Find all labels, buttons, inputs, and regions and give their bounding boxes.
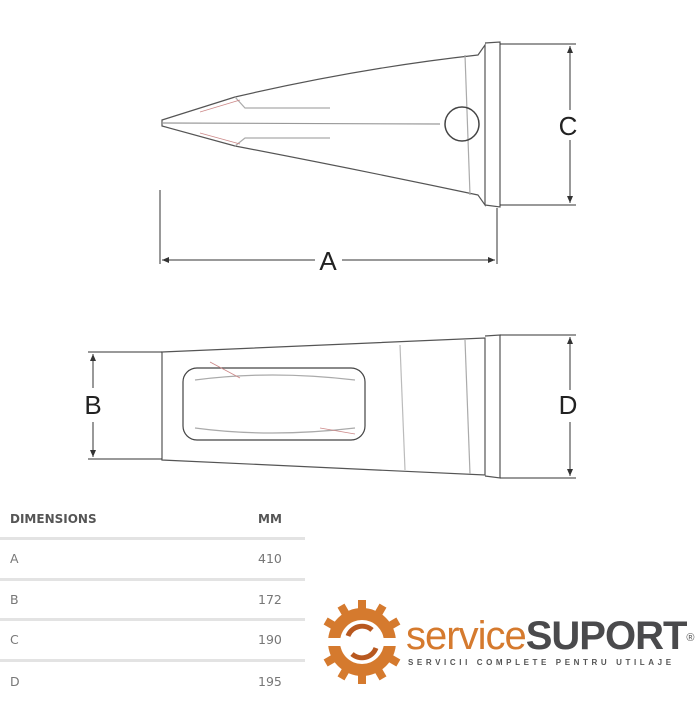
table-row: C 190: [0, 621, 305, 662]
table-row: A 410: [0, 540, 305, 581]
row-value: 195: [258, 674, 305, 689]
dimensions-table: DIMENSIONS MM A 410 B 172 C 190 D 195: [0, 500, 305, 702]
dimension-label-c: C: [559, 111, 578, 141]
service-suport-logo: serviceSUPORT® SERVICII COMPLETE PENTRU …: [322, 598, 692, 690]
header-dimensions: DIMENSIONS: [0, 512, 258, 526]
brand-part-suport: SUPORT: [526, 614, 687, 658]
row-dimension: B: [0, 592, 258, 607]
brand-part-service: service: [406, 614, 526, 658]
brand-name: serviceSUPORT®: [406, 616, 694, 656]
dimension-label-d: D: [559, 390, 578, 420]
brand-tagline: SERVICII COMPLETE PENTRU UTILAJE: [408, 658, 675, 667]
registered-mark: ®: [686, 632, 693, 644]
row-dimension: D: [0, 674, 258, 689]
header-mm: MM: [258, 512, 305, 526]
gear-icon: [322, 598, 402, 690]
dimension-label-b: B: [84, 390, 101, 420]
table-row: D 195: [0, 662, 305, 702]
dimension-label-a: A: [319, 246, 337, 276]
table-row: B 172: [0, 581, 305, 622]
top-view: [162, 335, 500, 478]
row-dimension: A: [0, 551, 258, 566]
row-value: 190: [258, 632, 305, 647]
table-header: DIMENSIONS MM: [0, 500, 305, 540]
row-dimension: C: [0, 632, 258, 647]
side-view: [162, 42, 500, 207]
row-value: 410: [258, 551, 305, 566]
row-value: 172: [258, 592, 305, 607]
